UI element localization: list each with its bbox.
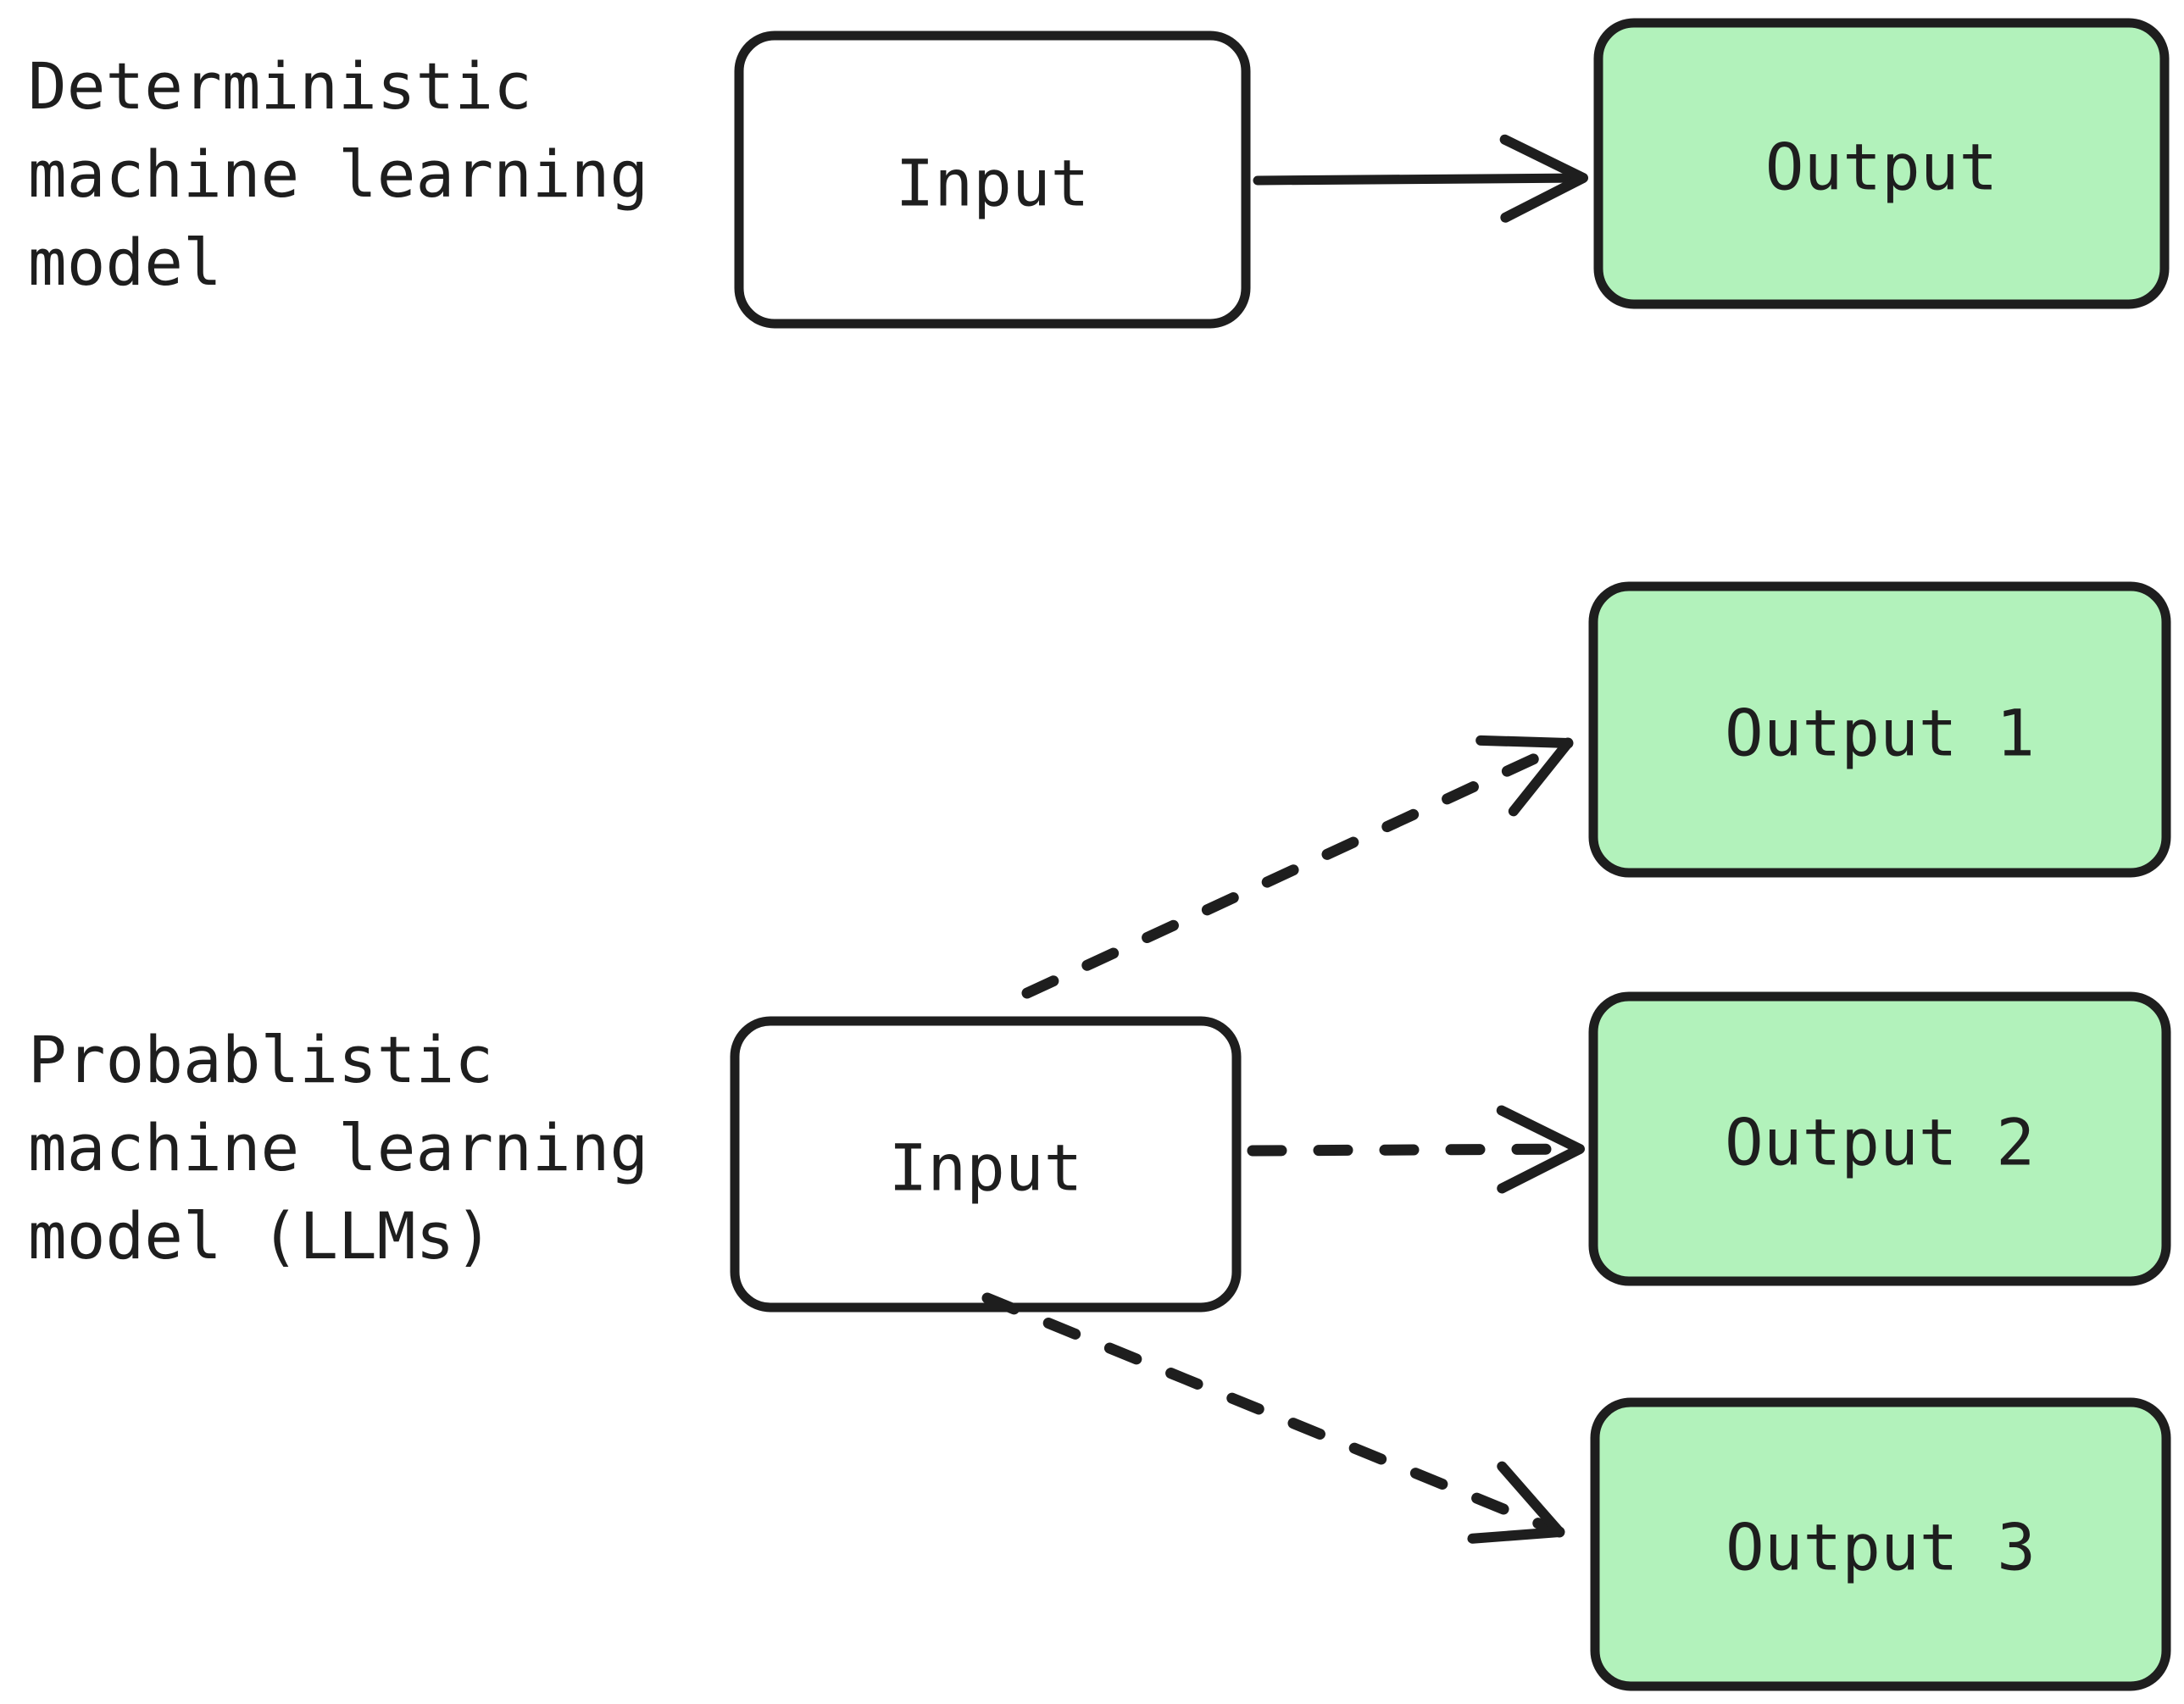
- probabilistic-output3-node: Output 3: [1590, 1397, 2171, 1691]
- probabilistic-label-line2: machine learning: [28, 1110, 648, 1185]
- deterministic-output-label: Output: [1765, 130, 1998, 205]
- deterministic-output-box: [1593, 18, 2170, 309]
- probabilistic-label-line1: Probablistic: [28, 1022, 493, 1097]
- probabilistic-output2-label: Output 2: [1725, 1105, 2035, 1180]
- probabilistic-label-line3: model (LLMs): [28, 1198, 493, 1274]
- probabilistic-output2-box: [1588, 991, 2171, 1286]
- probabilistic-output2-node: Output 2: [1588, 991, 2171, 1286]
- dashed-arrow-input-to-output3: [981, 1292, 1565, 1544]
- probabilistic-input-label: Input: [889, 1130, 1083, 1206]
- probabilistic-input-node: Input: [730, 1016, 1242, 1313]
- deterministic-input-label: Input: [896, 146, 1090, 221]
- deterministic-label-line2: machine learning: [28, 136, 648, 212]
- probabilistic-section: Probablistic machine learning model (LLM…: [28, 581, 2171, 1691]
- probabilistic-output1-label: Output 1: [1725, 696, 2035, 771]
- deterministic-output-node: Output: [1593, 18, 2170, 309]
- deterministic-section: Deterministic machine learning model Inp…: [28, 18, 2170, 329]
- dashed-arrow-input-to-output1: [1021, 735, 1574, 999]
- probabilistic-output3-label: Output 3: [1726, 1510, 2036, 1585]
- deterministic-input-node: Input: [734, 31, 1251, 329]
- deterministic-label: Deterministic machine learning model: [28, 48, 648, 300]
- solid-arrow-input-to-output: [1253, 134, 1588, 223]
- probabilistic-input-box: [730, 1016, 1242, 1313]
- probabilistic-output3-box: [1590, 1397, 2171, 1691]
- probabilistic-label: Probablistic machine learning model (LLM…: [28, 1022, 648, 1274]
- probabilistic-output1-box: [1588, 581, 2171, 878]
- dashed-arrow-input-to-output2: [1247, 1105, 1586, 1194]
- deterministic-input-box: [734, 31, 1251, 329]
- deterministic-label-line3: model: [28, 225, 222, 300]
- deterministic-label-line1: Deterministic: [28, 48, 532, 124]
- probabilistic-output1-node: Output 1: [1588, 581, 2171, 878]
